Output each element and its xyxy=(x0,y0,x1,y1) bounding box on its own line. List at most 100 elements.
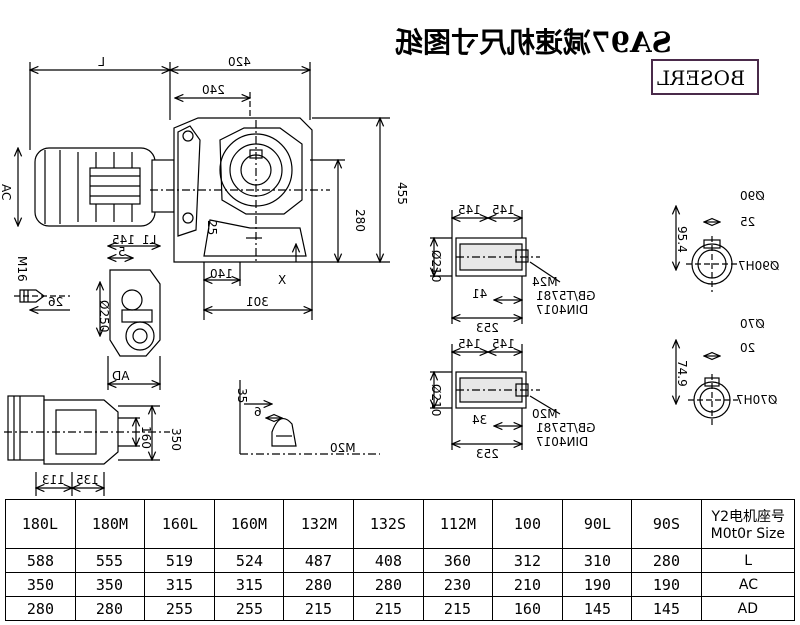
main-view-labels: L 420 240 AC 455 280 25 140 X 301 xyxy=(0,55,409,309)
dim-95: 95.4 xyxy=(675,226,689,253)
size-cell: 100 xyxy=(492,499,563,549)
dim-253-bottom: 253 xyxy=(476,447,499,461)
size-cell: 112M xyxy=(423,499,493,549)
dim-20-section: 20 xyxy=(740,341,755,355)
detail-view-labels: 35 6 M20 xyxy=(235,388,356,455)
dim-AC: AC xyxy=(0,184,13,200)
value-cell: 588 xyxy=(5,548,76,573)
std1-bottom: GB/T5781 xyxy=(536,421,595,435)
left-view-labels: L1 145 5 M16 26 Ø250 AD xyxy=(15,233,156,383)
drawing-title: SA97减速机尺寸图纸 xyxy=(395,26,672,59)
value-cell: 310 xyxy=(562,548,632,573)
shaft-top-labels: 145 145 Ø210 M24 GB/T5781 DIN4017 41 253 xyxy=(429,203,595,335)
value-cell: 315 xyxy=(144,572,215,597)
table-header-cell: Y2电机座号 M0t0r Size xyxy=(701,499,795,549)
value-cell: 145 xyxy=(631,596,702,621)
shaft-bottom-labels: 145 145 Ø210 M20 GB/T5781 DIN4017 34 253 xyxy=(429,337,595,461)
std2-bottom: DIN4017 xyxy=(536,435,588,449)
section-70-label: Ø70 xyxy=(740,317,765,331)
size-cell: 90S xyxy=(631,499,702,549)
value-cell: 160 xyxy=(492,596,563,621)
dim-113: 113 xyxy=(42,473,65,487)
thread-bottom: M20 xyxy=(532,407,558,421)
bottom-view-labels: 350 160 135 113 xyxy=(42,426,183,487)
dim-145-top-b: 145 xyxy=(492,203,515,217)
table-row: AC 190 190 210 230 280 280 315 315 350 3… xyxy=(5,572,795,597)
section-90-labels: Ø90 25 95.4 Ø90H7 xyxy=(675,189,779,273)
value-cell: 210 xyxy=(492,572,563,597)
dim-d-bottom: Ø210 xyxy=(429,384,443,416)
value-cell: 487 xyxy=(283,548,354,573)
value-cell: 360 xyxy=(423,548,493,573)
dim-25: 25 xyxy=(205,220,219,235)
size-cell: 180L xyxy=(5,499,76,549)
title-block: SA97减速机尺寸图纸 BOSERL xyxy=(395,26,759,95)
row-label: AC xyxy=(701,572,795,597)
section-70 xyxy=(676,340,738,426)
dim-350: 350 xyxy=(169,428,183,451)
value-cell: 145 xyxy=(562,596,632,621)
std2-top: DIN4017 xyxy=(536,303,588,317)
dim-250: Ø250 xyxy=(97,300,111,332)
value-cell: 519 xyxy=(144,548,215,573)
dim-M20: M20 xyxy=(330,441,356,455)
row-label: L xyxy=(701,548,795,573)
dim-140: 140 xyxy=(210,267,233,281)
value-cell: 555 xyxy=(75,548,145,573)
value-cell: 280 xyxy=(353,572,424,597)
dim-145-bot-a: 145 xyxy=(458,337,481,351)
left-view xyxy=(14,246,160,390)
value-cell: 255 xyxy=(214,596,284,621)
section-90-label: Ø90 xyxy=(740,189,765,203)
section-90 xyxy=(676,206,740,292)
size-cell: 132M xyxy=(283,499,354,549)
size-cell: 180M xyxy=(75,499,145,549)
value-cell: 350 xyxy=(75,572,145,597)
value-cell: 315 xyxy=(214,572,284,597)
dim-5: 5 xyxy=(118,245,126,259)
value-cell: 280 xyxy=(5,596,76,621)
header-sub: M0t0r Size xyxy=(710,526,786,542)
dim-35: 35 xyxy=(235,388,249,403)
dim-145-top-a: 145 xyxy=(458,203,481,217)
size-cell: 90L xyxy=(562,499,632,549)
dim-L1: L1 xyxy=(142,233,156,247)
technical-drawing: SA97减速机尺寸图纸 BOSERL xyxy=(0,26,779,496)
value-cell: 190 xyxy=(562,572,632,597)
bore-70: Ø70H7 xyxy=(736,393,777,407)
shaft-bottom xyxy=(430,344,561,450)
dim-L: L xyxy=(98,55,105,69)
value-cell: 190 xyxy=(631,572,702,597)
value-cell: 524 xyxy=(214,548,284,573)
section-70-labels: Ø70 20 74.9 Ø70H7 xyxy=(675,317,777,407)
table-row: L 280 310 312 360 408 487 524 519 555 58… xyxy=(5,548,795,573)
dim-41: 41 xyxy=(472,287,487,301)
dim-253-top: 253 xyxy=(476,321,499,335)
dim-6: 6 xyxy=(254,405,262,419)
dim-25-section: 25 xyxy=(740,215,755,229)
value-cell: 350 xyxy=(5,572,76,597)
std1-top: GB/T5781 xyxy=(536,289,595,303)
dim-M16: M16 xyxy=(15,256,29,282)
header-label: Y2电机座号 xyxy=(711,509,785,525)
dim-280: 280 xyxy=(353,209,367,232)
table-row: AD 145 145 160 215 215 215 255 255 280 2… xyxy=(5,596,795,621)
table-header-row: Y2电机座号 M0t0r Size 90S 90L 100 112M 132S … xyxy=(5,499,795,549)
brand-box xyxy=(651,59,759,95)
dim-455: 455 xyxy=(395,182,409,205)
dim-160: 160 xyxy=(139,426,153,449)
dim-420: 420 xyxy=(228,55,251,69)
dim-AD: AD xyxy=(112,369,129,383)
value-cell: 215 xyxy=(353,596,424,621)
dim-26: 26 xyxy=(48,295,63,309)
value-cell: 312 xyxy=(492,548,563,573)
dim-X: X xyxy=(278,273,286,287)
bottom-view xyxy=(4,395,170,496)
value-cell: 280 xyxy=(283,572,354,597)
dim-145-bot-b: 145 xyxy=(492,337,515,351)
size-cell: 132S xyxy=(353,499,424,549)
value-cell: 215 xyxy=(283,596,354,621)
dim-d-top: Ø210 xyxy=(429,250,443,282)
dim-74: 74.9 xyxy=(675,360,689,387)
